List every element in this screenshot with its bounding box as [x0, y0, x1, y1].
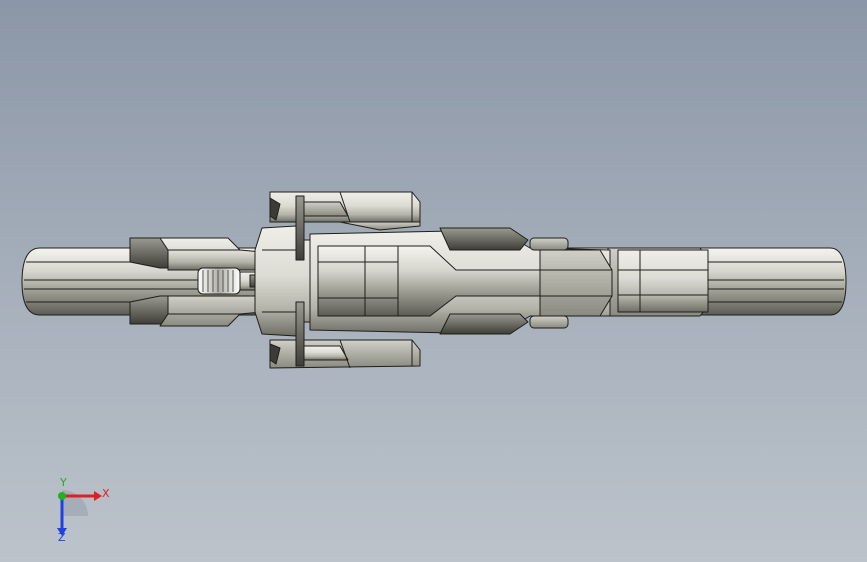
rear-clevis [607, 247, 709, 317]
top-fin-assembly [269, 191, 421, 261]
y-axis-label: Y [60, 476, 67, 489]
x-axis-label: X [102, 487, 110, 500]
left-clevis [129, 237, 263, 327]
bottom-fin-assembly [269, 301, 421, 369]
cylinder-body [309, 229, 613, 335]
triad-arrows-icon [57, 490, 102, 536]
z-axis-label: Z [58, 531, 66, 544]
coordinate-triad: X Y Z [40, 476, 120, 548]
spring [197, 267, 241, 295]
port-flange [439, 227, 569, 335]
